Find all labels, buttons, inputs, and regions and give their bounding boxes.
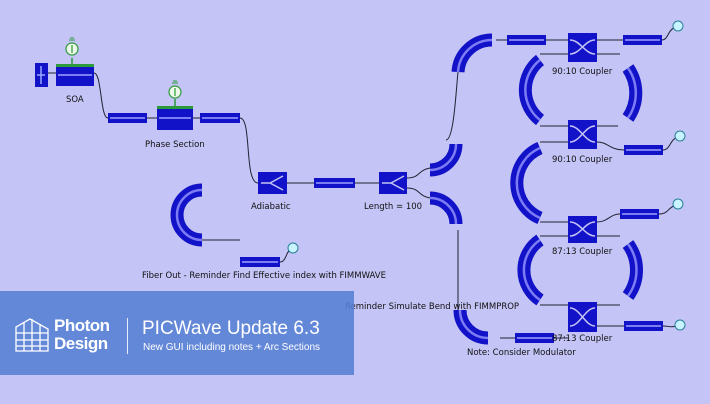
- wire: [662, 137, 677, 151]
- brand-name-line1: Photon: [54, 316, 110, 335]
- electrode-pad-icon: [168, 80, 182, 99]
- wire: [661, 27, 675, 41]
- wire: [596, 213, 621, 223]
- bend-note[interactable]: Reminder Simulate Bend with FIMMPROP: [345, 302, 520, 312]
- adiabatic-label: Adiabatic: [251, 202, 291, 212]
- y-splitter-icon: [379, 172, 407, 194]
- coupler-label: 87:13 Coupler: [552, 247, 613, 257]
- port-circle-icon: [674, 130, 686, 142]
- waveguide-section: [515, 333, 554, 343]
- coupler-label: 87:13 Coupler: [552, 334, 613, 344]
- wire: [662, 325, 677, 328]
- waveguide-section: [314, 178, 355, 188]
- wire: [406, 187, 431, 199]
- port-circle-icon: [674, 319, 686, 331]
- waveguide-section: [240, 257, 280, 267]
- waveguide-section: [624, 321, 663, 331]
- port-circle-icon: [672, 20, 684, 32]
- phase-section-label: Phase Section: [145, 140, 205, 150]
- arc-section-fiber: [170, 183, 203, 247]
- promo-banner: [0, 291, 354, 375]
- brand-name-line2: Design: [54, 334, 108, 353]
- phase-section-component: [157, 99, 193, 130]
- modulator-note[interactable]: Note: Consider Modulator: [467, 348, 576, 358]
- ring-left-mid: [510, 142, 543, 224]
- coupler-cross-icon: [568, 302, 597, 332]
- waveguide-section: [623, 35, 662, 45]
- coupler-label: 90:10 Coupler: [552, 67, 613, 77]
- wire: [93, 72, 109, 119]
- wire: [239, 117, 259, 184]
- waveguide-section: [507, 35, 546, 45]
- soa-label: SOA: [66, 95, 84, 105]
- coupler-cross-icon: [568, 33, 597, 62]
- banner-title: PICWave Update 6.3: [142, 318, 320, 339]
- banner-subtitle: New GUI including notes + Arc Sections: [143, 342, 321, 353]
- length-label: Length = 100: [364, 202, 423, 212]
- wire: [596, 141, 625, 151]
- port-circle-icon: [287, 242, 299, 254]
- port-circle-icon: [672, 198, 684, 210]
- waveguide-section: [620, 209, 659, 219]
- coupler-label: 90:10 Coupler: [552, 155, 613, 165]
- coupler-cross-icon: [568, 120, 597, 149]
- photon-design-logo-icon: [15, 318, 49, 352]
- coupler-cross-icon: [568, 216, 597, 243]
- waveguide-section: [200, 113, 240, 123]
- wire: [279, 249, 291, 263]
- waveguide-section: [624, 145, 663, 155]
- wire: [445, 71, 459, 141]
- wire: [406, 167, 431, 179]
- y-splitter-icon: [258, 172, 287, 194]
- fiber-out-note[interactable]: Fiber Out - Reminder Find Effective inde…: [142, 271, 386, 281]
- wire: [658, 205, 675, 215]
- banner-divider: [127, 318, 128, 354]
- waveguide-section: [108, 113, 147, 123]
- soa-component: [35, 58, 94, 87]
- electrode-pad-icon: [65, 37, 79, 56]
